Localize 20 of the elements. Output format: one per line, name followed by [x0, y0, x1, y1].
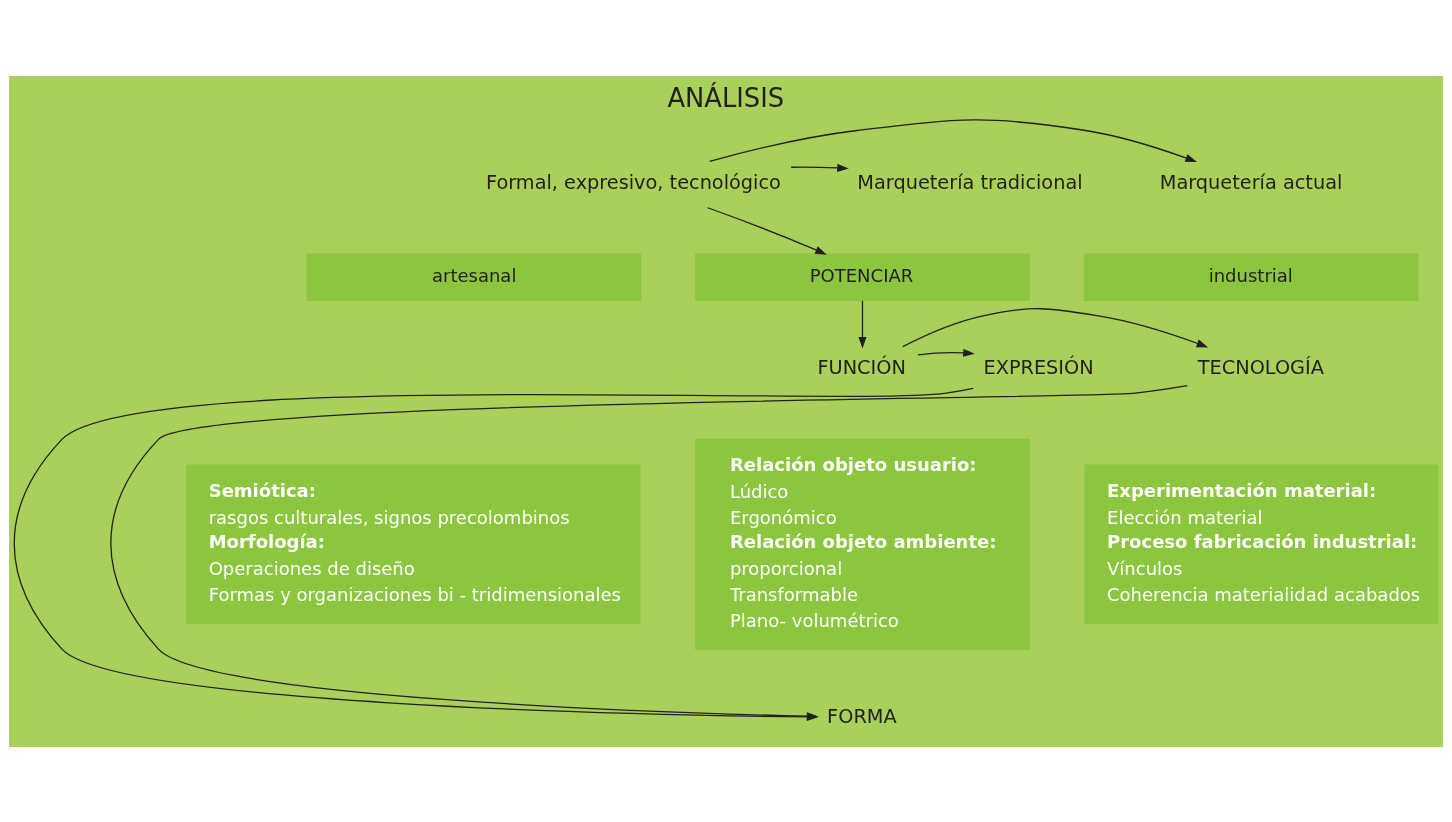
- arrow: [858, 299, 867, 349]
- node-box: artesanal: [306, 252, 642, 301]
- node-box: Relación objeto usuario: Lúdico Ergonómico Relación objeto ambiente: proporcional Transformable Plano- volumétrico: [695, 438, 1030, 650]
- node-text: Formal, expresivo, tecnológico: [486, 170, 781, 194]
- arrow: [902, 307, 1209, 347]
- arrow: [707, 206, 827, 255]
- node-text: Marquetería actual: [1159, 170, 1343, 194]
- node-text: EXPRESIÓN: [983, 355, 1094, 379]
- node-box: Experimentación material: Elección material Proceso fabricación industrial: Vínculos Coherencia materialidad acabados: [1084, 464, 1439, 624]
- node-text: FUNCIÓN: [817, 355, 906, 379]
- node-box: Semiótica: rasgos culturales, signos precolombinos Morfología: Operaciones de diseño Formas y organizaciones bi - tridimensionales: [186, 464, 641, 624]
- arrow: [917, 348, 975, 357]
- arrow: [790, 163, 849, 172]
- node-text: TECNOLOGÍA: [1197, 355, 1324, 379]
- node-text: FORMA: [827, 704, 897, 728]
- diagram-title: ANÁLISIS: [667, 82, 785, 113]
- arrow: [709, 118, 1197, 162]
- node-box: industrial: [1083, 252, 1419, 301]
- node-text: Marquetería tradicional: [857, 170, 1083, 194]
- node-box: POTENCIAR: [695, 252, 1030, 301]
